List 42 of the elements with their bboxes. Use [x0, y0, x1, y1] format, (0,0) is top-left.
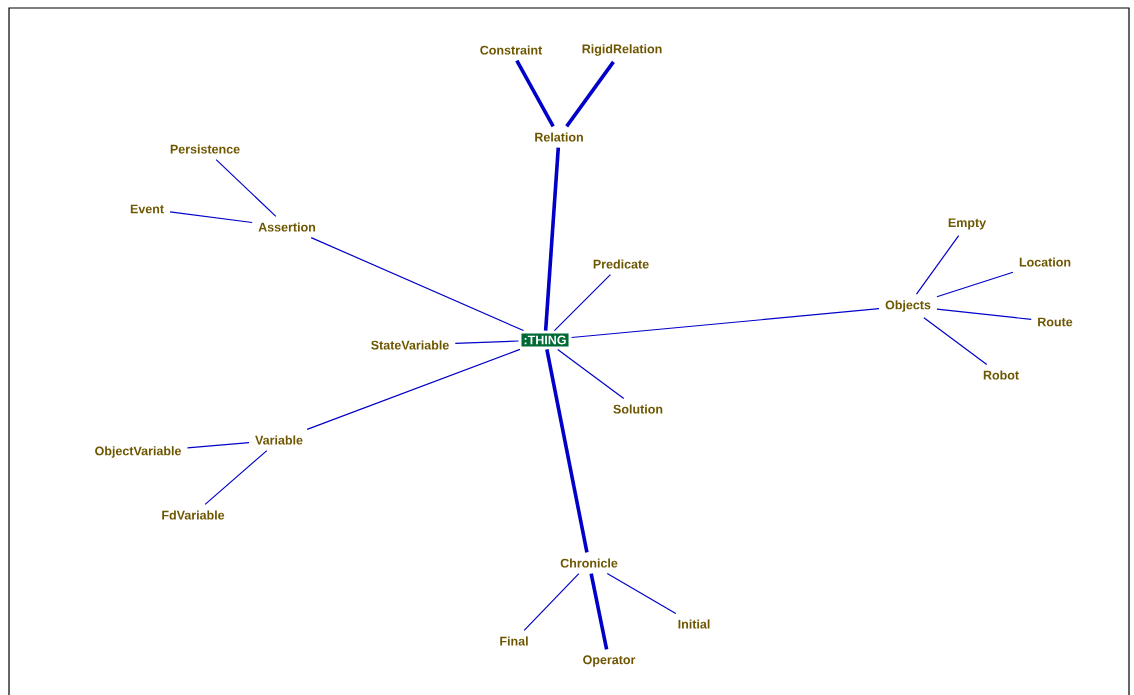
connector-line [545, 349, 589, 553]
connector-line [310, 237, 525, 332]
connector-line [553, 274, 611, 332]
connector-line [186, 441, 250, 449]
concept-label: Constraint [480, 45, 543, 55]
connector-line [515, 59, 555, 128]
concept-label: Relation [535, 132, 583, 142]
concept-label: Event [130, 204, 164, 214]
connector-line [215, 159, 277, 217]
concept-label: Solution [613, 404, 663, 414]
concept-label: Route [1038, 317, 1073, 327]
connector-line [557, 348, 625, 399]
connector-line [565, 60, 615, 128]
connector-line [204, 450, 268, 505]
concept-label: Robot [983, 370, 1019, 380]
concept-label: Operator [583, 655, 636, 667]
concept-label: Assertion [258, 222, 316, 232]
concept-label: Initial [678, 619, 710, 629]
concept-label: Final [500, 636, 528, 646]
concept-label: Variable [255, 435, 303, 445]
connector-line [606, 573, 677, 614]
concept-label: Location [1019, 257, 1071, 267]
concept-label: Objects [885, 300, 931, 312]
concept-label: ObjectVariable [95, 446, 181, 458]
concept-label: StateVariable [371, 340, 449, 350]
connector-line [936, 308, 1032, 321]
concept-label: Empty [948, 218, 987, 230]
connector-line [936, 271, 1014, 298]
connector-line [306, 348, 521, 430]
connector-line [915, 235, 960, 295]
connector-line [454, 340, 520, 344]
concept-label: Persistence [170, 144, 240, 154]
connector-line [923, 317, 988, 365]
connector-line [589, 573, 609, 650]
connector-line [543, 147, 561, 331]
concept-label: RigidRelation [582, 44, 662, 56]
connector-line [523, 573, 580, 631]
concept-label: FdVariable [162, 510, 225, 520]
concept-label: Predicate [593, 259, 649, 269]
concept-label: Chronicle [560, 558, 618, 568]
connector-line [169, 211, 253, 224]
connector-line [570, 308, 880, 339]
